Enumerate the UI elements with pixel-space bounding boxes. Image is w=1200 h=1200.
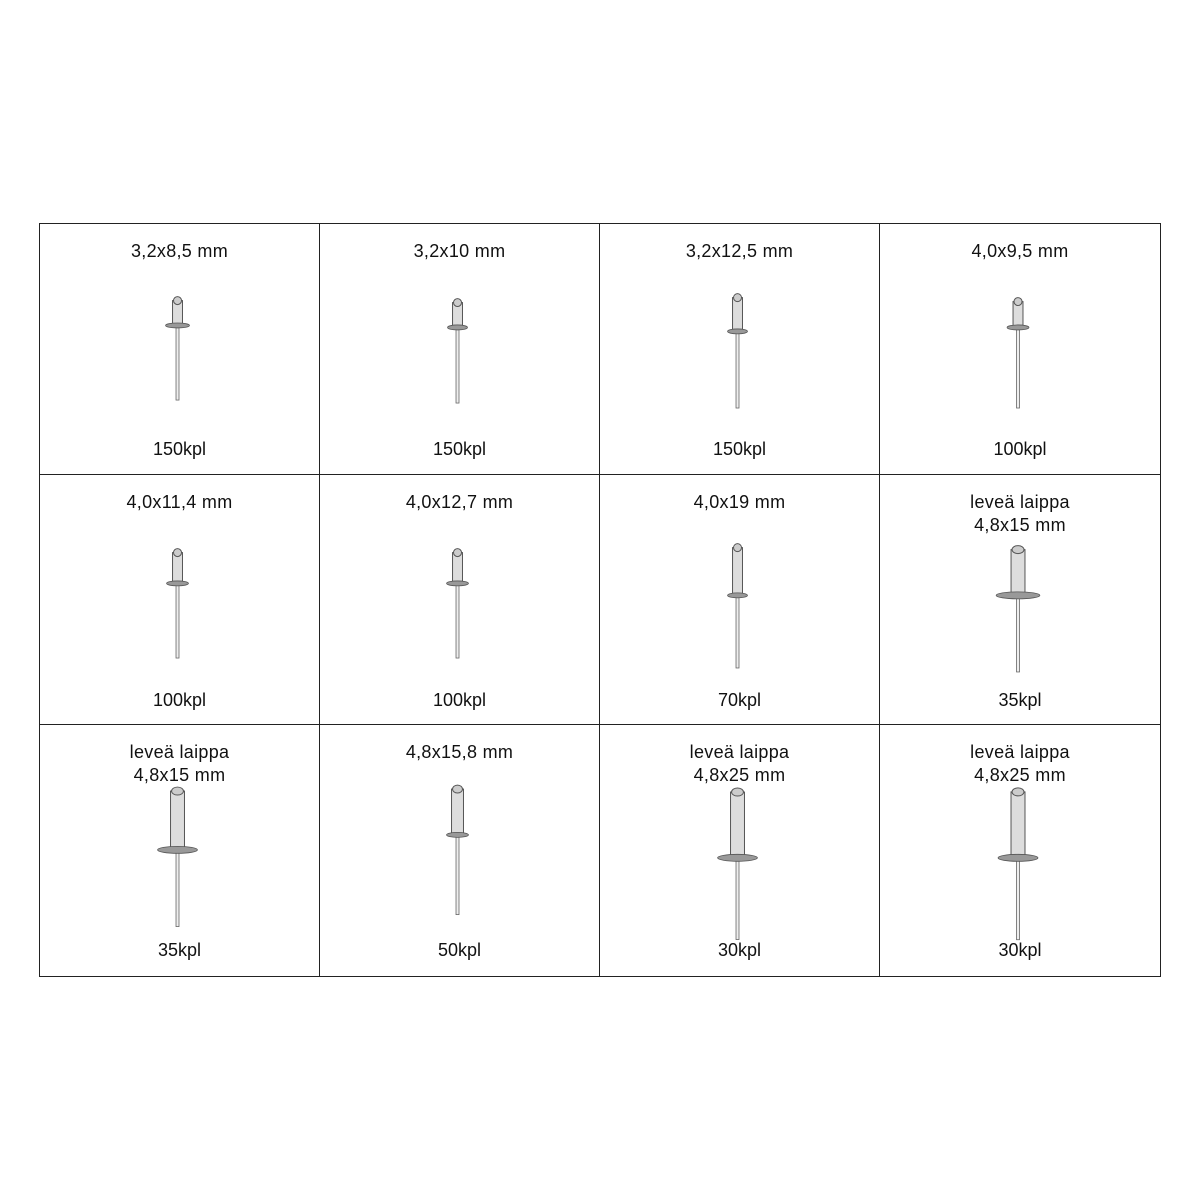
rivet-icon (997, 787, 1039, 941)
size-line: leveä laippa (689, 742, 790, 763)
size-line: 3,2x8,5 mm (130, 241, 229, 261)
rivet-cell: 4,0x11,4 mm 100kpl (40, 474, 320, 726)
quantity-label: 35kpl (157, 940, 202, 961)
rivet-size-label: 4,0x9,5 mm (880, 240, 1160, 263)
quantity-label: 100kpl (993, 439, 1047, 459)
size-line: leveä laippa (129, 742, 230, 763)
size-line: 4,8x15,8 mm (405, 742, 514, 763)
quantity-label: 150kpl (712, 439, 767, 459)
quantity-label: 100kpl (432, 689, 487, 710)
rivet-size-label: 4,0x11,4 mm (40, 491, 319, 514)
size-line: 4,8x15 mm (133, 765, 226, 786)
quantity-label: 30kpl (717, 940, 762, 961)
size-line: 4,8x15 mm (974, 514, 1066, 535)
rivet-cell: 3,2x12,5 mm 150kpl (600, 224, 880, 475)
rivet-icon (447, 298, 468, 404)
quantity-label: 50kpl (437, 940, 482, 961)
size-line: 4,0x12,7 mm (405, 491, 514, 512)
rivet-size-label: 4,8x15,8 mm (320, 741, 599, 764)
rivet-icon (1006, 297, 1030, 409)
quantity-label: 30kpl (998, 940, 1042, 961)
rivet-cell: 4,0x12,7 mm 100kpl (320, 474, 600, 726)
rivet-icon (727, 293, 748, 409)
rivet-icon (995, 544, 1041, 673)
size-line: 4,8x25 mm (693, 765, 786, 786)
rivet-icon (446, 547, 469, 659)
size-line: 3,2x12,5 mm (685, 241, 794, 261)
quantity-label: 70kpl (717, 689, 762, 710)
size-line: 4,0x9,5 mm (971, 241, 1069, 261)
size-line: 4,0x11,4 mm (126, 491, 233, 512)
size-line: 4,0x19 mm (693, 491, 786, 512)
rivet-cell: 4,0x19 mm 70kpl (600, 474, 880, 726)
rivet-cell: 4,0x9,5 mm 100kpl (880, 224, 1160, 475)
rivet-size-label: 4,0x12,7 mm (320, 491, 599, 514)
size-line: leveä laippa (970, 491, 1070, 512)
rivet-cell: 3,2x8,5 mm 150kpl (40, 224, 320, 475)
size-line: 3,2x10 mm (413, 241, 506, 261)
rivet-icon (446, 784, 469, 916)
size-line: 4,8x25 mm (974, 765, 1066, 786)
size-line: leveä laippa (970, 742, 1070, 763)
rivet-size-label: 3,2x8,5 mm (40, 240, 319, 263)
quantity-label: 150kpl (152, 439, 207, 459)
rivet-size-label: 3,2x12,5 mm (600, 240, 879, 263)
rivet-size-label: 3,2x10 mm (320, 240, 599, 263)
rivet-icon (727, 542, 748, 669)
rivet-icon (157, 786, 198, 928)
quantity-label: 35kpl (998, 689, 1042, 710)
rivet-cell: 3,2x10 mm 150kpl (320, 224, 600, 475)
quantity-label: 100kpl (152, 689, 207, 710)
rivet-size-label: 4,0x19 mm (600, 491, 879, 514)
rivet-cell: 4,8x15,8 mm 50kpl (320, 725, 600, 976)
rivet-icon (165, 296, 190, 401)
rivet-icon (717, 787, 758, 941)
quantity-label: 150kpl (432, 439, 487, 459)
rivet-icon (166, 547, 189, 659)
